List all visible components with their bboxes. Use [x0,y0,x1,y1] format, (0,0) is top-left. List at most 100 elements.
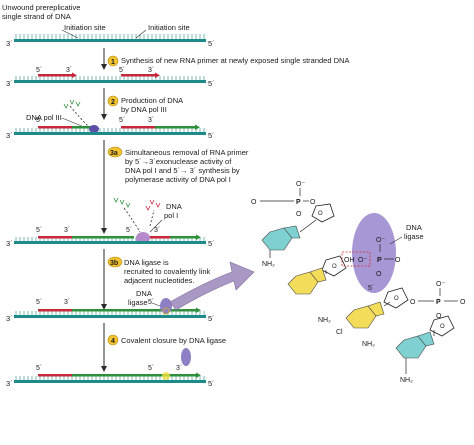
step-3b-text-line2: recruited to covalently link [124,267,211,276]
base-pair-ticks-row-3 [15,128,205,132]
svg-text:3´: 3´ [6,39,13,48]
svg-text:O⁻: O⁻ [296,181,305,188]
svg-text:3´: 3´ [154,227,160,234]
pointer-line-right [135,29,147,39]
dna-ligase-zoom [352,213,396,293]
label-ligase-zoom-1: DNA [406,223,422,232]
step-badge-3a [107,146,123,158]
svg-text:5´: 5´ [148,299,154,306]
svg-text:O: O [460,299,466,306]
step-badge-1 [107,55,119,67]
svg-text:P: P [436,299,441,306]
chemistry-detail: O⁻ O P O O O NH₂ O NH₂ DNA ligas [251,181,466,384]
base-pair-ticks-row-1 [15,34,205,39]
label-dna-pol-i-1: DNA [166,202,182,211]
svg-text:5´: 5´ [208,79,215,88]
step-3a-text-line1: Simultaneous removal of RNA primer [125,148,249,157]
label-ligase-zoom-2: ligase [404,232,424,241]
svg-text:NH₂: NH₂ [318,317,331,324]
svg-text:P: P [377,257,382,264]
svg-text:5´: 5´ [36,67,42,74]
ribose-2 [321,255,347,277]
initiation-site-right: Initiation site [148,23,190,32]
svg-text:O: O [410,299,416,306]
dna-row-4: DNA pol I 5´ 3´ 5´ 3´ 3´ 5´ [6,197,215,248]
label-dna-pol-i-2: pol I [164,211,178,220]
ribose-4 [429,315,455,337]
svg-text:5´: 5´ [208,39,215,48]
svg-text:5´: 5´ [126,227,132,234]
dna-pol-iii-shape [89,125,99,133]
step-2-text-line1: Production of DNA [121,96,183,105]
ribose-3 [383,287,409,309]
svg-text:O: O [440,324,445,330]
svg-text:5´: 5´ [208,379,215,388]
svg-text:O⁻: O⁻ [436,281,445,288]
svg-text:NH₂: NH₂ [362,341,375,348]
dna-ligase-released [181,348,191,366]
label-dna-pol-iii: DNA pol III [26,113,62,122]
svg-text:NH₂: NH₂ [262,261,275,268]
step-number-2: 2 [111,99,115,106]
pointer-line-left [61,29,79,39]
dna-ligase-small [160,298,172,314]
header-line1: Unwound prereplicative [2,3,80,12]
svg-text:5´: 5´ [148,365,154,372]
svg-text:3´: 3´ [66,67,72,74]
step-2-text-line2: by DNA pol III [121,105,167,114]
svg-text:3´: 3´ [64,299,70,306]
step-3a-text-line2: by 5´→3´exonuclease activity of [125,157,232,166]
svg-text:Cl: Cl [336,329,343,336]
dna-row-3: DNA pol III 5´ 5´ 3´ 3´ 5´ [6,99,215,140]
svg-text:3´: 3´ [6,239,13,248]
svg-text:3´: 3´ [148,117,154,124]
svg-text:5´: 5´ [36,117,42,124]
svg-text:5´: 5´ [119,67,125,74]
step-number-1: 1 [111,59,115,66]
base-pair-ticks-row-5 [15,311,205,315]
step-number-4: 4 [111,338,115,345]
svg-text:5´: 5´ [36,299,42,306]
step-number-3a: 3a [110,150,118,157]
step-badge-4 [107,334,119,346]
svg-text:P: P [296,199,301,206]
svg-text:3´: 3´ [6,314,13,323]
label-dna-ligase-2: ligase [128,298,148,307]
guanine-1: NH₂ [287,267,331,324]
step-badge-3b [107,256,123,268]
svg-text:3´: 3´ [176,365,182,372]
svg-text:O: O [395,257,401,264]
step-number-3b: 3b [110,260,118,267]
dna-row-6: 5´ 5´ 3´ 3´ 5´ [6,348,215,388]
svg-text:NH₂: NH₂ [400,377,413,384]
ribose-1 [311,203,335,223]
step-badge-2 [107,95,119,107]
svg-text:O: O [296,211,302,218]
svg-text:O: O [394,296,399,302]
adenine-2: NH₂ [395,330,435,384]
svg-text:3´: 3´ [64,227,70,234]
svg-text:5´: 5´ [208,239,215,248]
step-3b-text-line1: DNA ligase is [124,258,169,267]
svg-text:O⁻: O⁻ [376,237,385,244]
svg-text:3´: 3´ [6,79,13,88]
svg-text:O: O [251,199,257,206]
svg-text:O: O [436,313,442,320]
initiation-site-left: Initiation site [64,23,106,32]
svg-text:5´: 5´ [119,117,125,124]
label-dna-ligase-1: DNA [136,289,152,298]
bond-highlight-box [341,251,371,267]
zoom-arrow [169,261,255,311]
svg-text:3´: 3´ [6,131,13,140]
base-pair-ticks-row-2 [15,76,205,80]
step-1-text: Synthesis of new RNA primer at newly exp… [121,56,349,65]
svg-text:O: O [376,271,382,278]
step-4-text: Covalent closure by DNA ligase [121,336,226,345]
svg-text:5´: 5´ [208,314,215,323]
adenine-1: NH₂ [261,219,317,268]
svg-text:3´: 3´ [6,379,13,388]
step-3a-text-line3: DNA pol I and 5´→ 3´ synthesis by [125,166,240,175]
dna-row-2: 5´ 3´ 5´ 3´ 3´ 5´ [6,67,215,88]
step-3a-text-line4: polymerase activity of DNA pol I [125,175,231,184]
